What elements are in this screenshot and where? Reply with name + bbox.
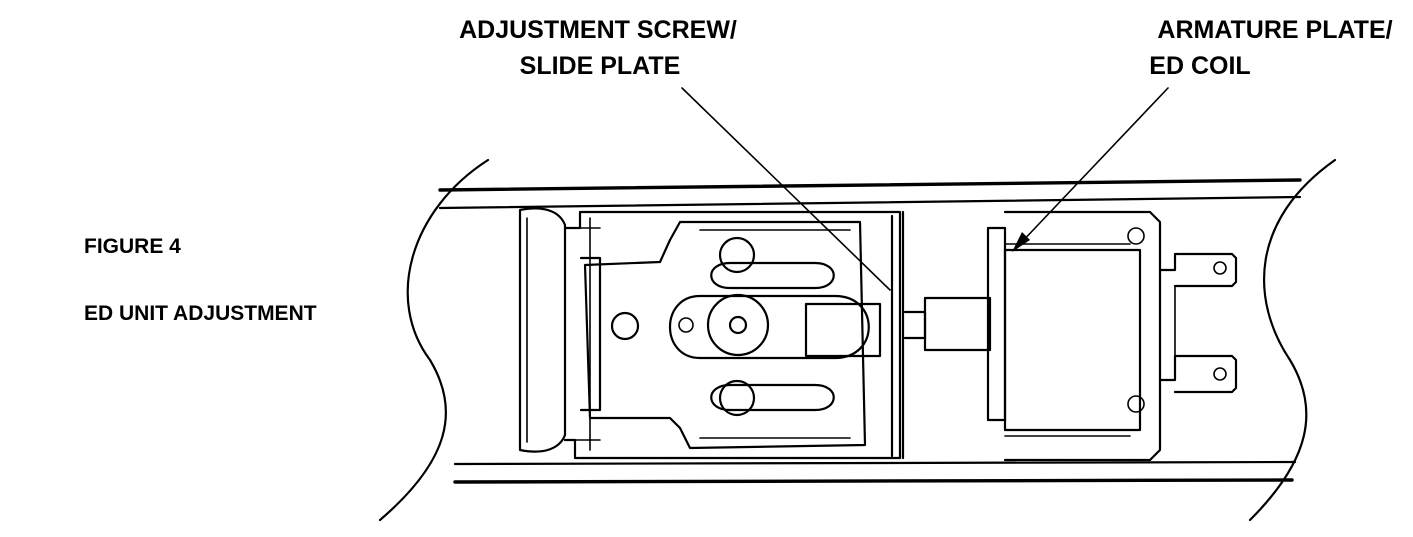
adjustment-screw: [668, 293, 870, 360]
ed-coil: [1003, 210, 1162, 462]
housing-rails: [438, 178, 1302, 484]
upper-slot: [710, 261, 835, 290]
figure-title: ED UNIT ADJUSTMENT: [84, 302, 317, 325]
left-mounting-hole: [610, 311, 640, 341]
left-end-cap: [518, 207, 567, 453]
terminal-lower-hole: [1213, 367, 1227, 381]
coil-screw-upper: [1127, 227, 1145, 245]
lower-mounting-hole: [718, 379, 756, 417]
slide-plate-frame: [563, 210, 905, 460]
upper-mounting-hole: [718, 236, 756, 274]
coil-terminals: [1158, 252, 1238, 394]
adjustment-screw-label-line1: ADJUSTMENT SCREW/: [459, 16, 737, 44]
adjustment-bracket: [583, 220, 867, 450]
slide-plate-tab: [804, 302, 882, 358]
right-break-line: [1248, 158, 1337, 522]
lower-slot: [710, 383, 835, 412]
armature-plate-leader-arrowhead: [1012, 232, 1030, 252]
adjustment-screw-label-line2: SLIDE PLATE: [520, 52, 681, 80]
armature-plate-leader-line: [1017, 87, 1169, 247]
left-break-line: [378, 158, 490, 522]
figure-number: FIGURE 4: [84, 235, 181, 258]
plunger-shaft: [903, 296, 992, 352]
armature-plate-label-line2: ED COIL: [1149, 52, 1250, 80]
coil-screw-lower: [1127, 395, 1145, 413]
armature-plate-label-line1: ARMATURE PLATE/: [1157, 16, 1392, 44]
terminal-upper-hole: [1213, 261, 1227, 275]
adjustment-screw-leader-line: [681, 87, 891, 291]
